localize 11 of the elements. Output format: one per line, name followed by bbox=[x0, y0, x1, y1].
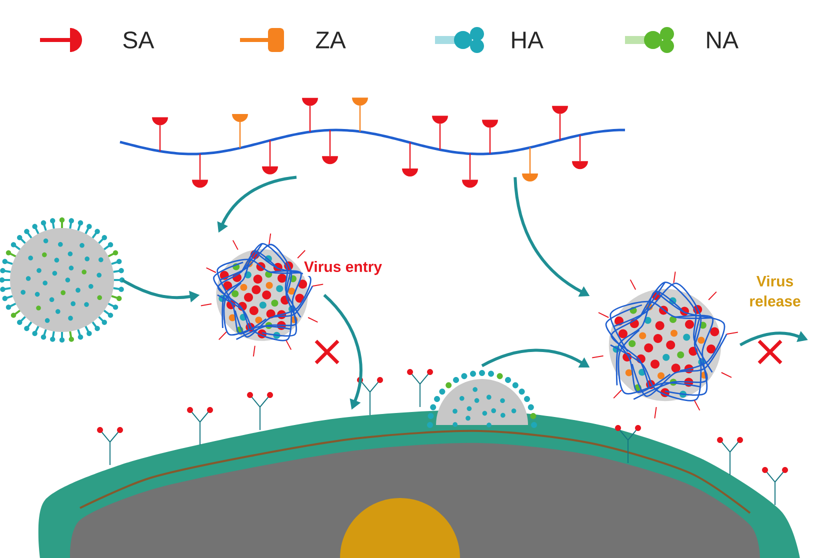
budding-virus-drawing bbox=[427, 370, 537, 428]
edge-label: Virus entry bbox=[302, 260, 384, 276]
polymer-virus-complex-drawing bbox=[592, 271, 738, 419]
edge-label: Virus release bbox=[744, 274, 806, 308]
polymer-chain-drawing bbox=[120, 98, 626, 188]
legend-label: NA bbox=[707, 32, 738, 48]
legend-label: HA bbox=[512, 32, 544, 48]
virus-drawing bbox=[0, 217, 125, 343]
legend-label: ZA bbox=[316, 32, 346, 48]
legend-label: SA bbox=[123, 32, 154, 48]
cell-drawing bbox=[38, 369, 800, 558]
